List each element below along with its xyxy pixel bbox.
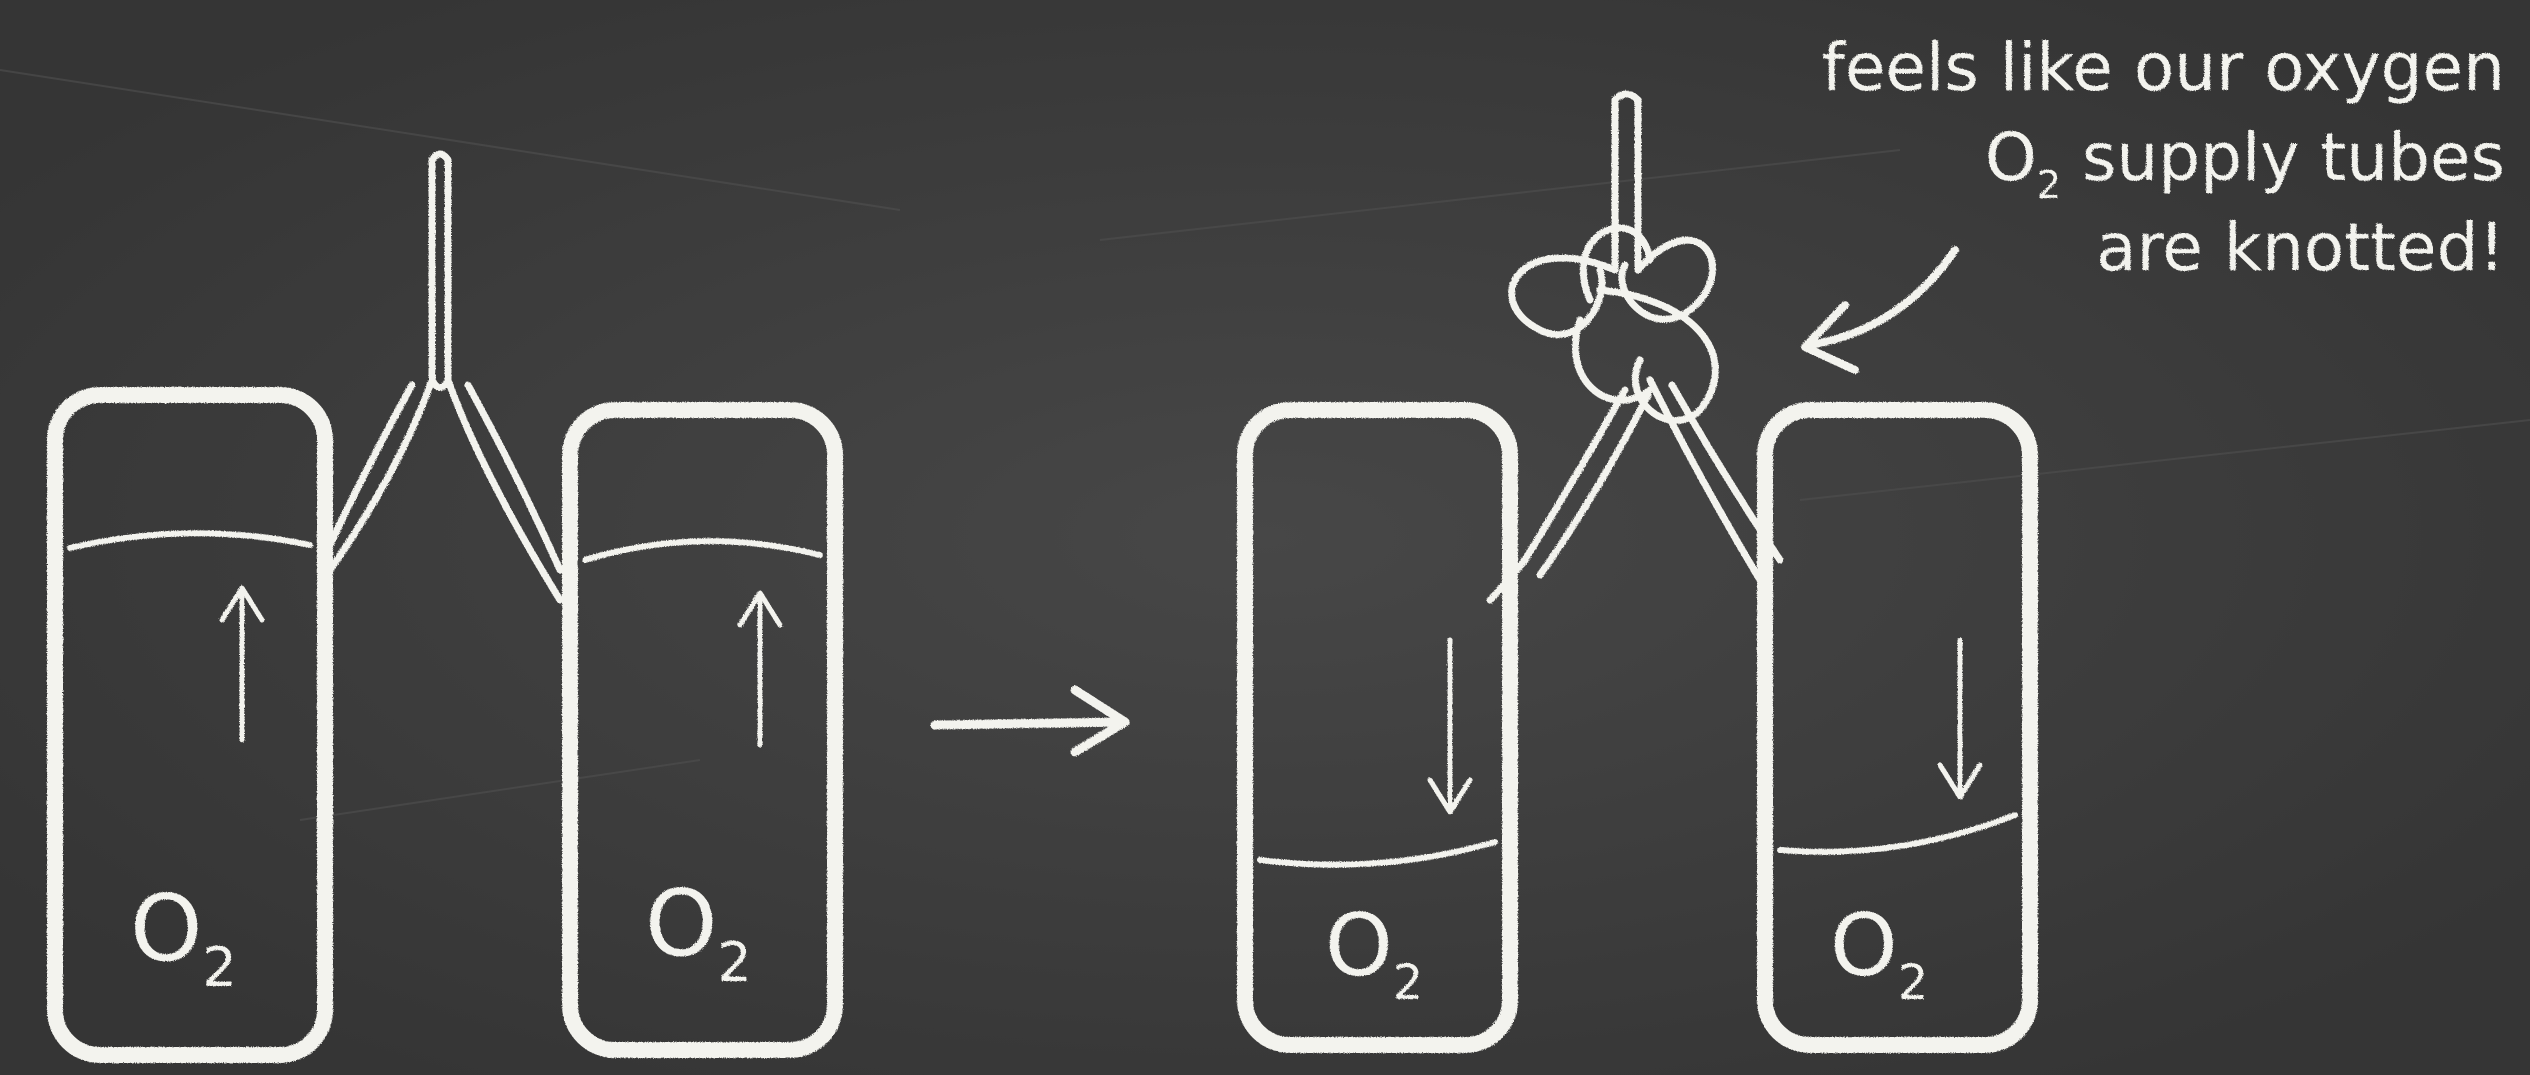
caption-line-1: feels like our oxygen [1822, 29, 2505, 106]
caption-line-2: O2 supply tubes [1985, 119, 2505, 207]
caption-line-3: are knotted! [2096, 209, 2505, 286]
